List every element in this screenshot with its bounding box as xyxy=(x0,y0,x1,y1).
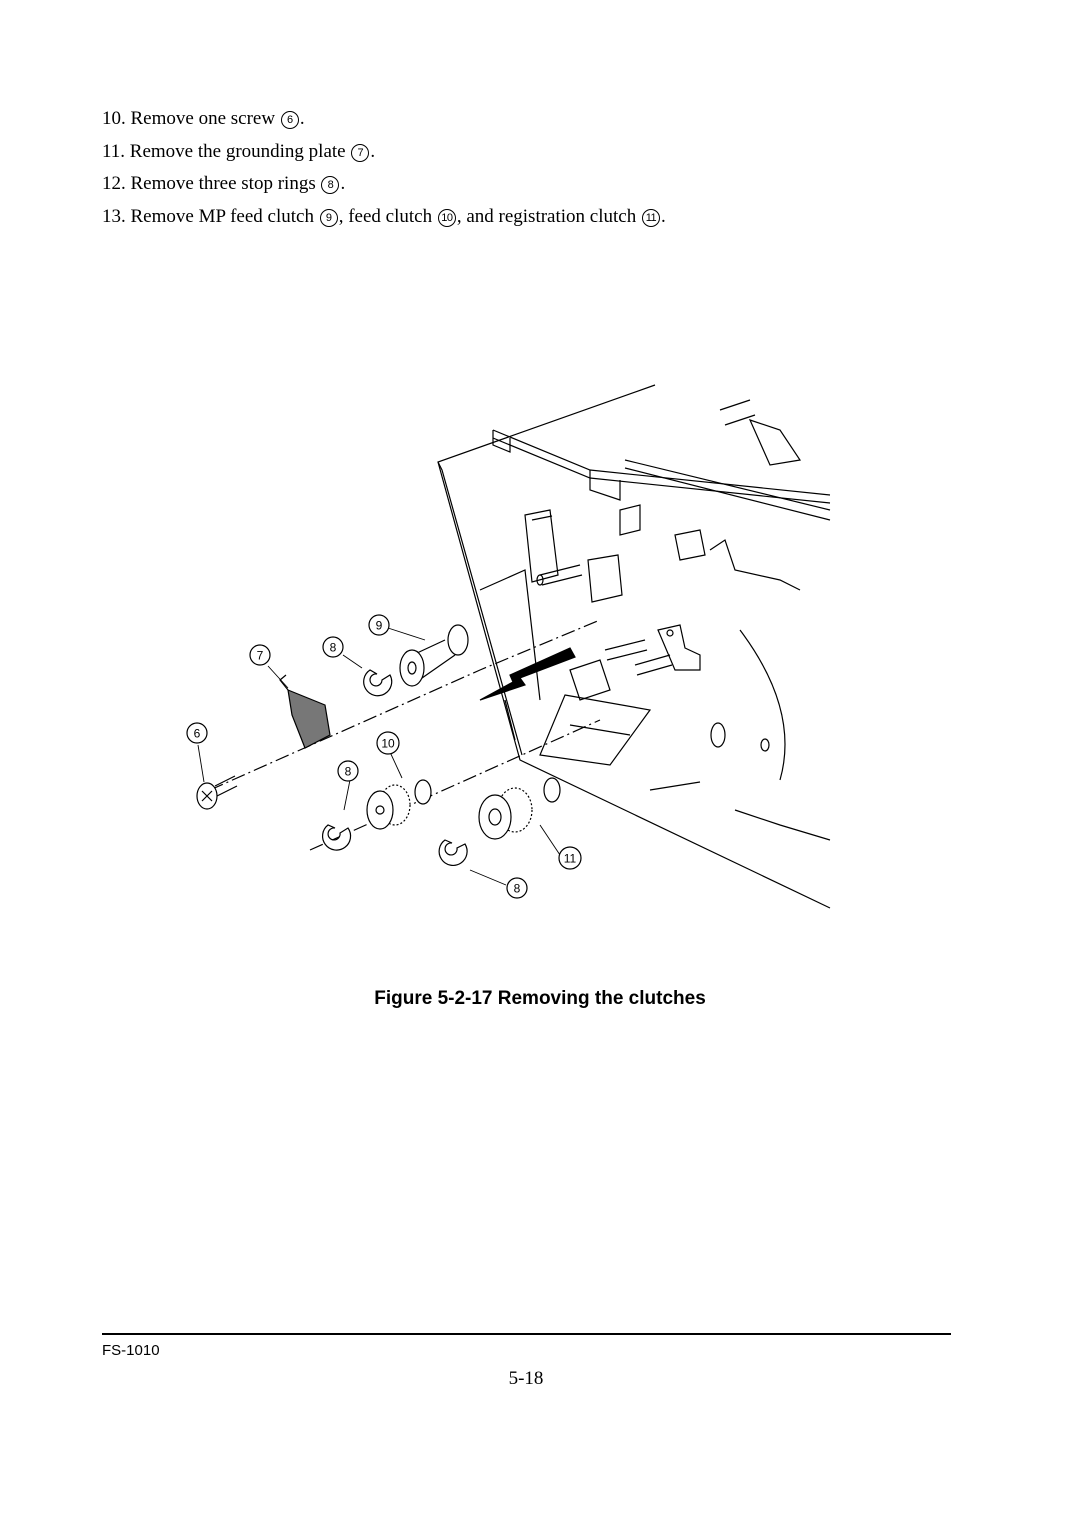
svg-text:8: 8 xyxy=(330,641,337,655)
callout-7: 7 xyxy=(249,644,271,666)
figure-caption: Figure 5-2-17 Removing the clutches xyxy=(374,988,706,1009)
step-text: . xyxy=(370,140,376,162)
step-text: Remove one screw xyxy=(130,108,280,129)
callout-8: 8 xyxy=(322,636,344,658)
printer-frame xyxy=(437,384,831,909)
step-number: 12. xyxy=(102,173,126,194)
stop-ring-parts xyxy=(321,669,468,866)
step-number: 11. xyxy=(102,140,126,162)
callout-11: 11 xyxy=(558,846,582,870)
callout-9: 9 xyxy=(368,614,390,636)
mp-feed-clutch-part xyxy=(399,624,469,687)
svg-text:7: 7 xyxy=(257,649,264,663)
svg-text:6: 6 xyxy=(194,727,201,741)
callout-ref-8: 8 xyxy=(321,176,340,194)
callout-ref-10: 10 xyxy=(437,208,456,227)
step-number: 13. xyxy=(102,205,126,227)
svg-text:10: 10 xyxy=(381,737,395,751)
callout-ref-6: 6 xyxy=(280,111,299,129)
clutch-removal-figure: 9 7 8 6 10 8 11 8 xyxy=(186,384,831,909)
footer-rule xyxy=(102,1333,951,1335)
step-10: 10. Remove one screw 6. xyxy=(102,103,666,136)
registration-clutch-part xyxy=(478,777,561,840)
step-text: . xyxy=(660,205,666,227)
feed-clutch-part xyxy=(366,779,432,830)
svg-text:9: 9 xyxy=(376,619,383,633)
step-text: Remove MP feed clutch xyxy=(130,205,319,227)
callout-ref-7: 7 xyxy=(351,143,370,162)
step-text: , and registration clutch xyxy=(456,205,641,227)
footer-model: FS-1010 xyxy=(102,1342,160,1359)
grounding-plate-part xyxy=(279,674,331,749)
step-text: Remove the grounding plate xyxy=(129,140,351,162)
callout-leaders xyxy=(197,627,561,886)
removal-arrow xyxy=(479,647,576,701)
callout-8: 8 xyxy=(337,760,359,782)
svg-text:11: 11 xyxy=(564,852,577,866)
callout-labels: 9 7 8 6 10 8 11 8 xyxy=(186,614,582,899)
step-12: 12. Remove three stop rings 8. xyxy=(102,168,666,201)
step-text: . xyxy=(299,108,305,129)
svg-text:8: 8 xyxy=(514,882,521,896)
step-number: 10. xyxy=(102,108,126,129)
svg-text:8: 8 xyxy=(345,765,352,779)
step-text: . xyxy=(340,173,346,194)
callout-ref-9: 9 xyxy=(319,208,338,227)
step-13: 13. Remove MP feed clutch 9, feed clutch… xyxy=(102,201,666,234)
screw-part xyxy=(196,775,238,810)
callout-6: 6 xyxy=(186,722,208,744)
assembly-axis-lines xyxy=(209,619,601,851)
callout-10: 10 xyxy=(376,731,400,755)
callout-8: 8 xyxy=(506,877,528,899)
step-11: 11. Remove the grounding plate 7. xyxy=(102,136,666,169)
step-text: , feed clutch xyxy=(338,205,437,227)
callout-ref-11: 11 xyxy=(641,208,660,227)
step-text: Remove three stop rings xyxy=(130,173,321,194)
page-number: 5-18 xyxy=(508,1368,544,1389)
procedure-steps: 10. Remove one screw 6. 11. Remove the g… xyxy=(102,103,666,233)
